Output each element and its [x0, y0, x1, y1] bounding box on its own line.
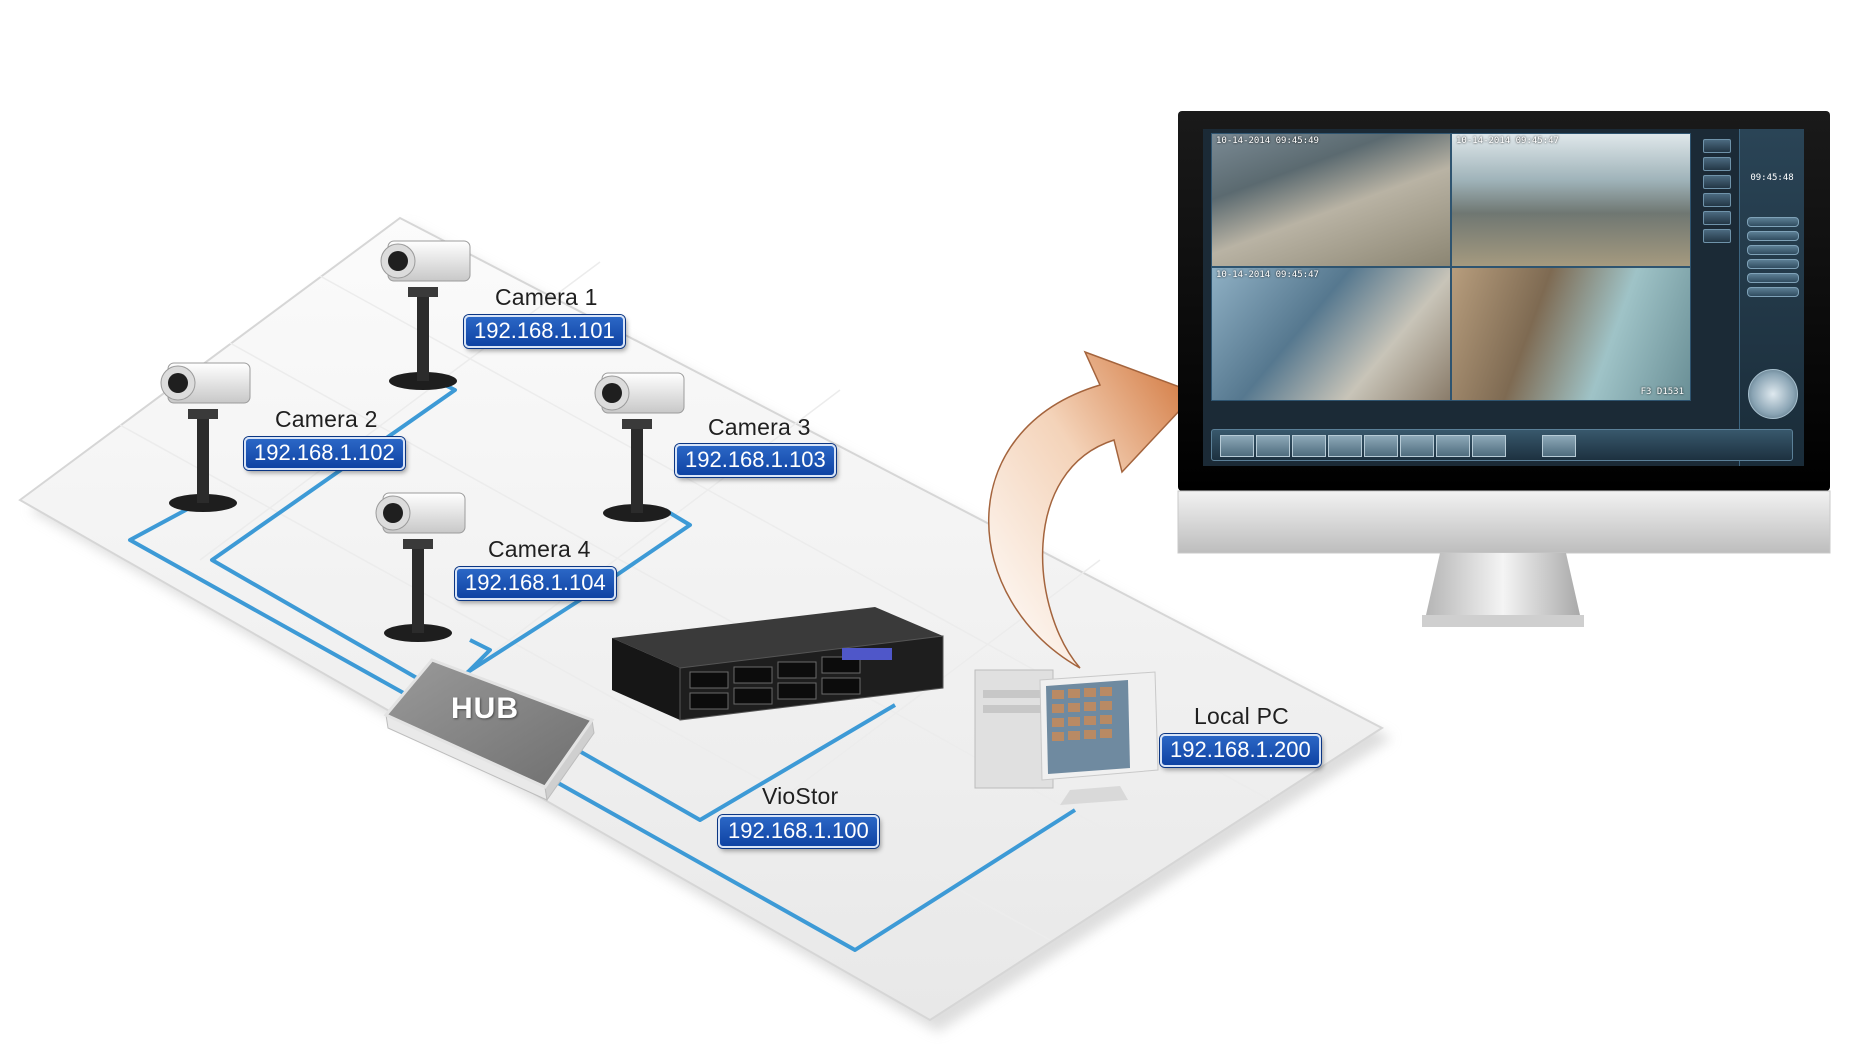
- panel-button-3[interactable]: [1747, 245, 1799, 255]
- camera-3-label: Camera 3: [708, 414, 811, 440]
- camera-thumb-1[interactable]: [1220, 435, 1254, 457]
- camera-thumb-7[interactable]: [1436, 435, 1470, 457]
- camera-1-label: Camera 1: [495, 284, 598, 310]
- thumbnail-strip: [1211, 429, 1793, 461]
- network-cables: [128, 373, 1077, 952]
- local-pc-device: [974, 669, 1159, 805]
- view-tool-2[interactable]: [1703, 157, 1731, 171]
- ptz-dial[interactable]: [1748, 369, 1798, 419]
- viostor-device: [612, 607, 944, 721]
- cable-viostor: [559, 703, 897, 822]
- video-tile-4-caption: F3 D1531: [1640, 387, 1684, 397]
- camera-thumb-2[interactable]: [1256, 435, 1290, 457]
- cable-camera-3: [438, 508, 692, 692]
- viostor-label: VioStor: [762, 783, 839, 809]
- cable-camera-4: [458, 638, 492, 682]
- panel-button-5[interactable]: [1747, 273, 1799, 283]
- hub-device: [383, 658, 595, 802]
- camera-thumb-5[interactable]: [1364, 435, 1398, 457]
- video-tile-3-timestamp: 10-14-2014 09:45:47: [1216, 270, 1319, 280]
- curved-arrow: [988, 350, 1198, 669]
- camera-thumb-9[interactable]: [1542, 435, 1576, 457]
- panel-button-6[interactable]: [1747, 287, 1799, 297]
- camera-4-label: Camera 4: [488, 536, 591, 562]
- video-tile-2-timestamp: 10-14-2014 09:45:47: [1456, 136, 1559, 146]
- video-tile-3: 10-14-2014 09:45:47: [1211, 267, 1451, 401]
- video-tile-1: 10-14-2014 09:45:49: [1211, 133, 1451, 267]
- control-panel: 09:45:48: [1739, 129, 1804, 466]
- panel-clock: 09:45:48: [1750, 173, 1794, 183]
- panel-button-1[interactable]: [1747, 217, 1799, 227]
- camera-thumb-8[interactable]: [1472, 435, 1506, 457]
- camera-4-ip: 192.168.1.104: [455, 567, 616, 600]
- camera-thumb-6[interactable]: [1400, 435, 1434, 457]
- view-tool-6[interactable]: [1703, 229, 1731, 243]
- local-pc-ip: 192.168.1.200: [1160, 734, 1321, 767]
- video-tile-4: F3 D1531: [1451, 267, 1691, 401]
- camera-3-ip: 192.168.1.103: [675, 444, 836, 477]
- viostor-ip: 192.168.1.100: [718, 815, 879, 848]
- camera-3-device: [594, 372, 685, 522]
- camera-1-ip: 192.168.1.101: [464, 315, 625, 348]
- local-pc-label: Local PC: [1194, 703, 1289, 729]
- view-tool-5[interactable]: [1703, 211, 1731, 225]
- view-tool-3[interactable]: [1703, 175, 1731, 189]
- panel-button-4[interactable]: [1747, 259, 1799, 269]
- monitor-screen: 10-14-2014 09:45:49 10-14-2014 09:45:47 …: [1203, 129, 1804, 466]
- camera-2-label: Camera 2: [275, 406, 378, 432]
- camera-1-device: [380, 240, 471, 390]
- camera-2-ip: 192.168.1.102: [244, 437, 405, 470]
- camera-2-device: [160, 362, 251, 512]
- view-tool-1[interactable]: [1703, 139, 1731, 153]
- camera-thumb-4[interactable]: [1328, 435, 1362, 457]
- cable-local-pc: [534, 768, 1077, 952]
- camera-thumb-3[interactable]: [1292, 435, 1326, 457]
- cable-camera-2: [128, 503, 426, 707]
- panel-button-2[interactable]: [1747, 231, 1799, 241]
- video-tile-2: 10-14-2014 09:45:47: [1451, 133, 1691, 267]
- camera-4-device: [375, 492, 466, 642]
- hub-label: HUB: [451, 692, 519, 725]
- view-tool-4[interactable]: [1703, 193, 1731, 207]
- video-tile-1-timestamp: 10-14-2014 09:45:49: [1216, 136, 1319, 146]
